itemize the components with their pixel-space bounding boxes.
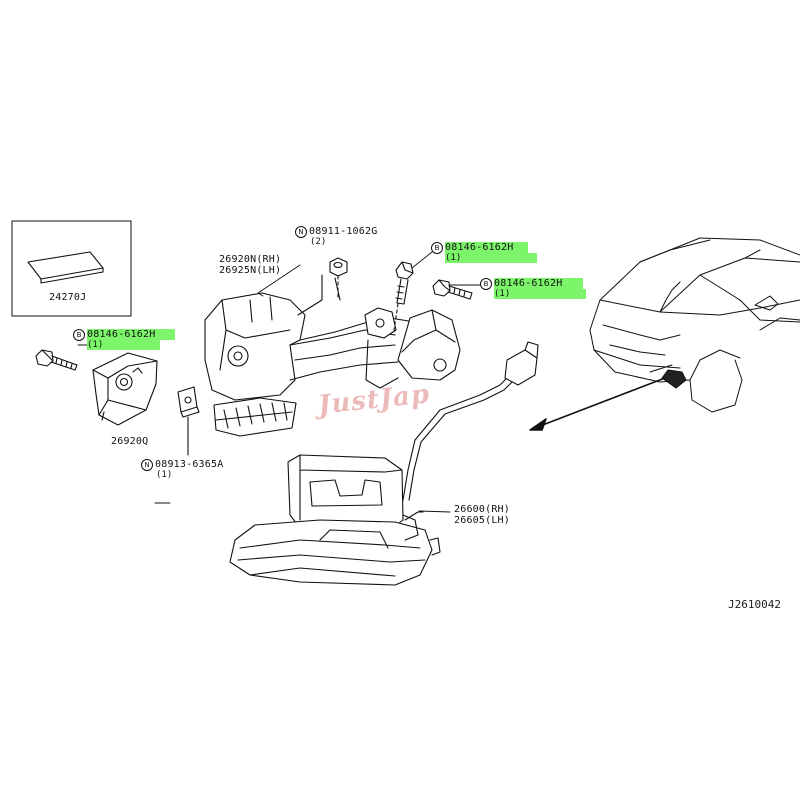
callout-clip-part: 08913-6365A — [155, 459, 224, 470]
callout-bolt-right-symbol: B — [480, 278, 492, 290]
leader-lines — [77, 251, 481, 513]
callout-bracket-lh-part: 26925N(LH) — [219, 265, 282, 276]
bracket-drawing — [204, 274, 461, 437]
bolt-left-drawing — [35, 349, 78, 371]
callout-clip-qty: (1) — [156, 470, 173, 480]
nut-top-drawing — [329, 257, 348, 301]
callout-cover-part: 26920Q — [111, 436, 149, 447]
callout-nut-top-part: 08911-1062G — [309, 226, 378, 237]
callout-lamp-lh-part: 26605(LH) — [454, 515, 510, 526]
diagram-code: J2610042 — [728, 598, 781, 611]
callout-bolt-top-symbol: B — [431, 242, 443, 254]
bolt-right-drawing — [432, 279, 473, 300]
cover-drawing — [92, 352, 158, 426]
sticker-inset-frame — [11, 220, 132, 317]
car-sketch — [589, 237, 800, 413]
callout-nut-top-symbol: N — [295, 226, 307, 238]
callout-bolt-right-qty: (1) — [494, 289, 587, 299]
location-arrow — [529, 377, 666, 431]
callout-bolt-left-part: 08146-6162H — [87, 329, 176, 340]
callout-sticker-part: 24270J — [49, 292, 87, 303]
callout-nut-top-qty: (2) — [310, 237, 327, 247]
callout-bolt-left-qty: (1) — [87, 340, 161, 350]
callout-bolt-top-qty: (1) — [445, 253, 538, 263]
callout-clip-symbol: N — [141, 459, 153, 471]
callout-bolt-top-part: 08146-6162H — [445, 242, 529, 253]
lamp-drawing — [229, 341, 539, 586]
bolt-top-drawing — [393, 261, 414, 331]
callout-bolt-left-symbol: B — [73, 329, 85, 341]
clip-drawing — [177, 386, 200, 456]
callout-bracket-rh-part: 26920N(RH) — [219, 254, 282, 265]
callout-bolt-right-part: 08146-6162H — [494, 278, 584, 289]
callout-lamp-rh-part: 26600(RH) — [454, 504, 510, 515]
